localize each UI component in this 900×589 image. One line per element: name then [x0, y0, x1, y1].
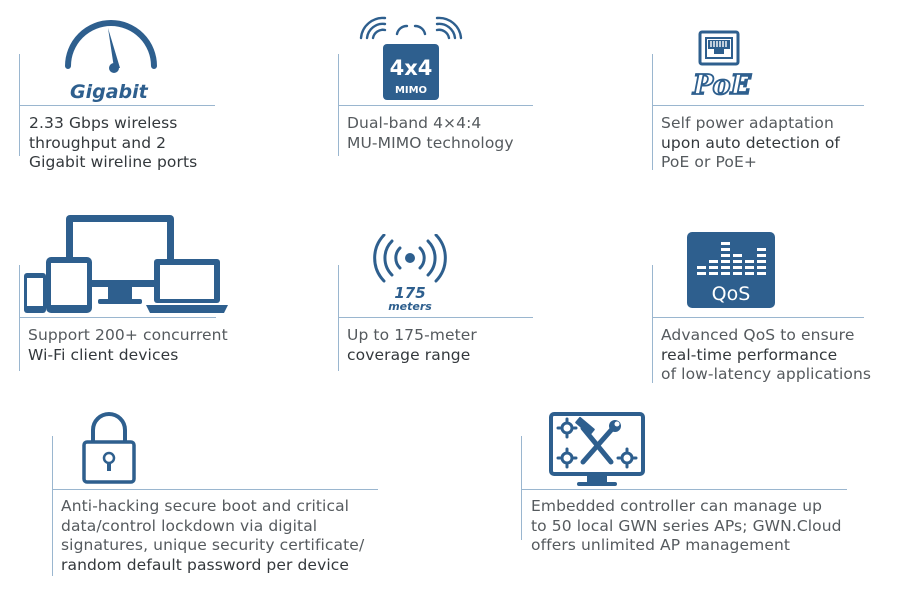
mimo-sublabel: MIMO	[395, 85, 427, 96]
feature-line: throughput and 2	[29, 133, 167, 152]
feature-security-text: Anti-hacking secure boot and critical da…	[61, 497, 364, 575]
feature-line: coverage range	[347, 345, 471, 364]
feature-mimo-text: Dual-band 4×4:4 MU-MIMO technology	[347, 114, 514, 153]
feature-line: Dual-band 4×4:4	[347, 114, 482, 132]
feature-poe-text: Self power adaptation upon auto detectio…	[661, 114, 840, 173]
padlock-icon	[80, 410, 138, 486]
feature-divider-vertical	[338, 265, 339, 371]
feature-line: Up to 175-meter	[347, 326, 477, 344]
feature-line: signatures, unique security certificate/	[61, 536, 365, 554]
feature-line: Gigabit wireline ports	[29, 153, 198, 171]
feature-line: data/control lockdown via digital	[61, 516, 318, 535]
coverage-value-label: 175	[394, 284, 425, 302]
speedometer-icon: Gigabit	[56, 18, 166, 104]
feature-line: Advanced QoS to ensure	[661, 326, 855, 344]
feature-divider-horizontal	[652, 105, 864, 106]
feature-line: offers unlimited AP management	[531, 536, 791, 554]
feature-divider-horizontal	[338, 317, 533, 318]
feature-gigabit-text: 2.33 Gbps wireless throughput and 2 Giga…	[29, 114, 197, 173]
feature-devices-text: Support 200+ concurrent Wi-Fi client dev…	[28, 326, 228, 365]
feature-line: Wi-Fi client devices	[28, 345, 179, 364]
feature-divider-vertical	[652, 54, 653, 170]
feature-line: Self power adaptation	[661, 114, 834, 132]
feature-divider-vertical	[521, 436, 522, 540]
poe-label: PoE	[692, 70, 752, 101]
gigabit-label: Gigabit	[70, 81, 149, 103]
feature-line: 2.33 Gbps wireless	[29, 114, 178, 132]
feature-line: upon auto detection of	[661, 133, 840, 152]
poe-port-icon: PoE	[686, 30, 756, 102]
feature-divider-horizontal	[652, 317, 864, 318]
devices-icon	[22, 213, 228, 315]
feature-divider-horizontal	[338, 105, 533, 106]
mimo-label: 4x4	[390, 56, 433, 80]
feature-line: of low-latency applications	[661, 365, 872, 383]
feature-divider-vertical	[52, 436, 53, 576]
qos-equalizer-icon: QoS	[687, 232, 775, 308]
feature-coverage-text: Up to 175-meter coverage range	[347, 326, 477, 365]
feature-line: random default password per device	[61, 555, 350, 574]
coverage-signal-icon: 175 meters	[372, 234, 448, 314]
coverage-unit-label: meters	[388, 300, 432, 313]
feature-divider-horizontal	[19, 317, 216, 318]
feature-divider-horizontal	[52, 489, 378, 490]
feature-divider-vertical	[652, 265, 653, 383]
feature-controller-text: Embedded controller can manage up to 50 …	[531, 497, 842, 556]
feature-line: Anti-hacking secure boot and critical	[61, 497, 350, 515]
feature-line: PoE or PoE+	[661, 153, 757, 171]
feature-line: real-time performance	[661, 345, 838, 364]
mimo-antenna-icon: 4x4 MIMO	[355, 14, 467, 106]
feature-divider-vertical	[19, 265, 20, 371]
feature-line: MU-MIMO technology	[347, 133, 514, 152]
feature-divider-horizontal	[19, 105, 215, 106]
feature-qos-text: Advanced QoS to ensure real-time perform…	[661, 326, 871, 385]
feature-line: Support 200+ concurrent	[28, 326, 228, 344]
feature-line: Embedded controller can manage up	[531, 497, 823, 515]
feature-line: to 50 local GWN series APs; GWN.Cloud	[531, 516, 842, 535]
qos-label: QoS	[712, 283, 751, 305]
controller-monitor-icon	[549, 412, 645, 488]
feature-divider-horizontal	[521, 489, 847, 490]
